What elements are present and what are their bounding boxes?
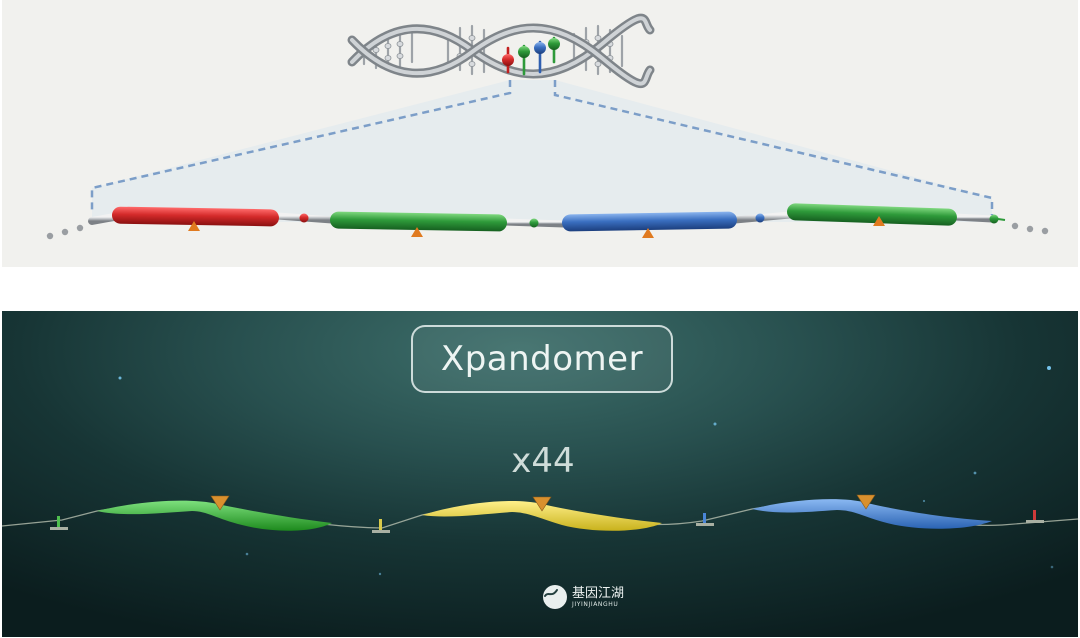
- tag-3: [642, 228, 654, 238]
- watermark-logo-icon: [543, 585, 567, 609]
- xpandomer-title-box: Xpandomer: [411, 325, 673, 393]
- top-diagram-svg: [46, 13, 1049, 240]
- reporter-yellow-3d: [422, 501, 662, 531]
- watermark-chinese: 基因江湖: [572, 585, 625, 601]
- nucleotide-blue: [534, 42, 546, 54]
- watermark: 基因江湖 JIYINJIANGHU: [543, 585, 624, 609]
- tag-1: [188, 221, 200, 231]
- nucleotide-posts: [50, 510, 1044, 533]
- dna-helix: [347, 13, 655, 89]
- tag-cone-green: [210, 495, 230, 511]
- expanded-strand: [46, 203, 1049, 240]
- projection-line-right: [553, 80, 994, 215]
- top-diagram-panel: [2, 0, 1078, 267]
- xpandomer-render-svg: [2, 366, 1078, 576]
- reporter-green-2: [787, 203, 957, 226]
- reporter-blue: [562, 211, 737, 232]
- projection-line-left: [90, 80, 512, 212]
- reporter-green-3d: [97, 500, 332, 531]
- tag-cone-yellow: [532, 496, 552, 512]
- tag-cone-blue: [856, 494, 876, 510]
- nucleotide-green: [518, 46, 530, 58]
- joint-bead-green: [529, 218, 539, 228]
- tag-4: [873, 216, 885, 226]
- xpandomer-title: Xpandomer: [440, 339, 644, 379]
- watermark-text: 基因江湖 JIYINJIANGHU: [572, 587, 624, 608]
- projection-cone: [92, 80, 992, 222]
- joint-bead-red: [299, 213, 309, 223]
- joint-bead-blue: [755, 213, 765, 223]
- bottom-render-panel: Xpandomer x44 基因江湖 JIYINJIANGHU: [2, 311, 1078, 637]
- nucleotide-red: [502, 54, 514, 66]
- reporter-green: [330, 211, 507, 232]
- tag-2: [411, 227, 423, 237]
- reporter-red: [112, 206, 279, 227]
- joint-bead-green-end: [989, 214, 999, 224]
- watermark-pinyin: JIYINJIANGHU: [572, 600, 619, 608]
- particles: [118, 366, 1054, 576]
- expansion-factor-label: x44: [511, 441, 575, 481]
- nucleotide-green-2: [548, 38, 560, 50]
- reporter-blue-3d: [752, 499, 992, 529]
